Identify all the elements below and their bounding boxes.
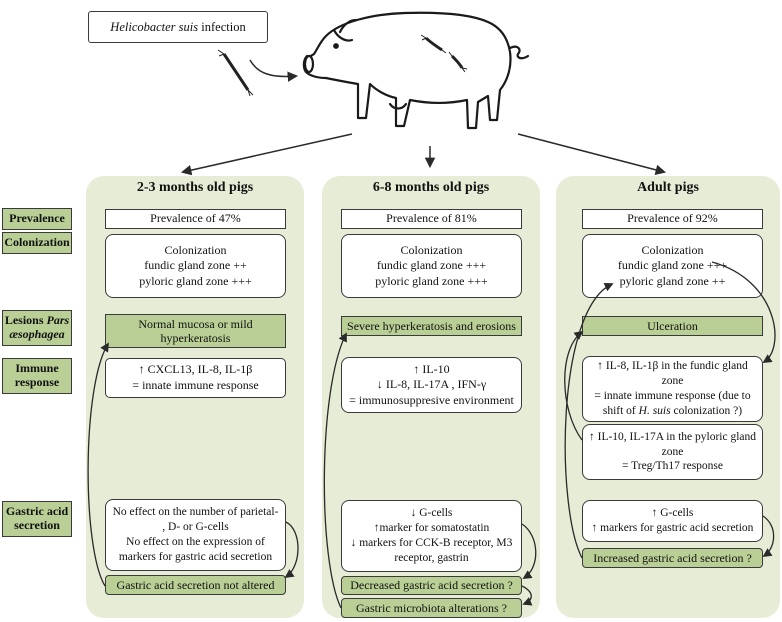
- immune-young: ↑ CXCL13, IL-8, IL-1β = innate immune re…: [105, 358, 286, 398]
- bacteria-icon-3: [448, 51, 468, 73]
- arrow-mid-to-microbiota: [521, 585, 533, 606]
- arrow-mid-to-lesion: [323, 332, 347, 609]
- lesion-adult: Ulceration: [582, 316, 763, 336]
- row-label-colonization: Colonization: [2, 232, 72, 254]
- microbiota-mid: Gastric microbiota alterations ?: [341, 598, 522, 618]
- acid-adult: ↑ G-cells ↑ markers for gastric acid sec…: [582, 500, 763, 542]
- immune-adult-fundic: ↑ IL-8, IL-1β in the fundic gland zone =…: [582, 356, 763, 422]
- arrow-adult-acid-loop: [762, 515, 775, 558]
- acid-mid: ↓ G-cells ↑marker for somatostatin ↓ mar…: [341, 500, 522, 572]
- arrow-mid-acid-loop: [521, 523, 537, 579]
- colonization-mid: Colonization fundic gland zone +++ pylor…: [341, 234, 522, 298]
- row-label-lesions: Lesions Pars æsophagea: [2, 310, 72, 346]
- prevalence-mid: Prevalence of 81%: [341, 209, 522, 229]
- infection-organism: Helicobacter suis: [110, 19, 199, 34]
- pig-icon: [302, 11, 530, 130]
- colonization-young: Colonization fundic gland zone ++ pylori…: [105, 234, 286, 298]
- bacteria-icon: [217, 49, 254, 97]
- arrow-adult-to-lesion: [564, 330, 584, 441]
- prevalence-young: Prevalence of 47%: [105, 209, 286, 229]
- column-young-title: 2-3 months old pigs: [136, 180, 254, 195]
- immune-mid: ↑ IL-10 ↓ IL-8, IL-17A , IFN-γ = immunos…: [341, 357, 522, 413]
- lesion-young: Normal mucosa or mild hyperkeratosis: [105, 314, 286, 348]
- arrow-young-acid-loop: [284, 521, 299, 579]
- acid-young: No effect on the number of parietal- , D…: [105, 499, 286, 571]
- immune-adult-pyloric: ↑ IL-10, IL-17A in the pyloric gland zon…: [582, 424, 763, 480]
- arrow-pig-to-young: [180, 133, 353, 176]
- arrow-adult-colonization-to-immune: [711, 261, 776, 363]
- acid-outcome-mid: Decreased gastric acid secretion ?: [341, 576, 522, 595]
- acid-outcome-adult: Increased gastric acid secretion ?: [582, 548, 763, 568]
- column-mid-title: 6-8 months old pigs: [372, 180, 490, 195]
- infection-suffix: infection: [198, 19, 246, 34]
- arrow-pig-to-adult: [517, 133, 667, 175]
- arrow-infection-to-pig: [249, 59, 299, 82]
- infection-box: Helicobacter suis infection: [88, 11, 268, 43]
- pars-word: Pars æsophagea: [9, 313, 70, 341]
- row-label-immune: Immune response: [2, 358, 72, 394]
- row-label-prevalence: Prevalence: [2, 208, 72, 230]
- acid-outcome-young: Gastric acid secretion not altered: [105, 575, 286, 595]
- row-label-gastric-acid: Gastric acid secretion: [2, 501, 72, 537]
- arrow-adult-acid-to-colonization: [564, 282, 614, 559]
- arrow-young-to-lesion: [87, 342, 109, 587]
- lesion-mid: Severe hyperkeratosis and erosions: [341, 316, 522, 336]
- column-adult-title: Adult pigs: [637, 180, 699, 195]
- bacteria-icon-2: [420, 34, 447, 54]
- prevalence-adult: Prevalence of 92%: [582, 209, 763, 229]
